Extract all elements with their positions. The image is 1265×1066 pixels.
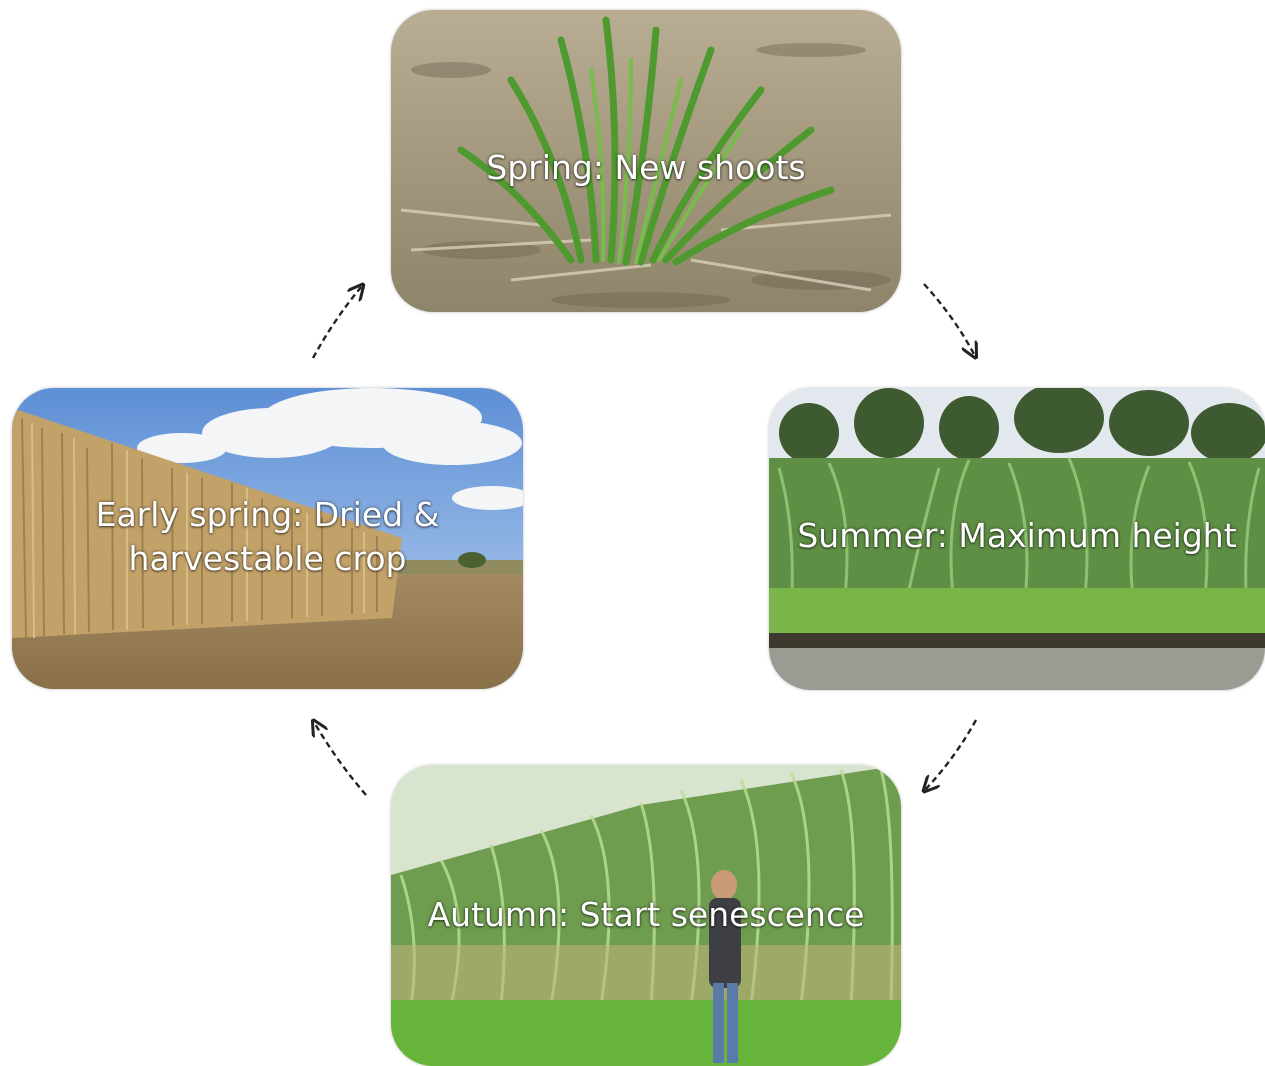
autumn-stage-photo: Autumn: Start senescence: [391, 765, 901, 1066]
dried-miscanthus-image: [12, 388, 523, 689]
spring-caption: Spring: New shoots: [486, 148, 806, 187]
summer-caption: Summer: Maximum height: [797, 516, 1237, 555]
early-spring-caption-line-1: Early spring: Dried &: [95, 495, 440, 534]
summer-stage-photo: Summer: Maximum height: [769, 388, 1265, 690]
spring-stage-photo: Spring: New shoots: [391, 10, 901, 312]
arrow-spring-to-summer-icon: [923, 283, 975, 356]
early-spring-caption: Early spring: Dried & harvestable crop: [12, 493, 523, 581]
early-spring-caption-line-2: harvestable crop: [128, 539, 407, 578]
arrow-summer-to-autumn-icon: [925, 719, 978, 790]
autumn-caption: Autumn: Start senescence: [427, 895, 865, 934]
tall-green-miscanthus-image: [769, 388, 1265, 690]
arrow-autumn-to-early-spring-icon: [314, 722, 367, 796]
early-spring-stage-photo: Early spring: Dried & harvestable crop: [12, 388, 523, 689]
man-beside-miscanthus-image: [391, 765, 901, 1066]
young-miscanthus-shoots-image: [391, 10, 901, 312]
arrow-early-spring-to-spring-icon: [311, 286, 362, 359]
